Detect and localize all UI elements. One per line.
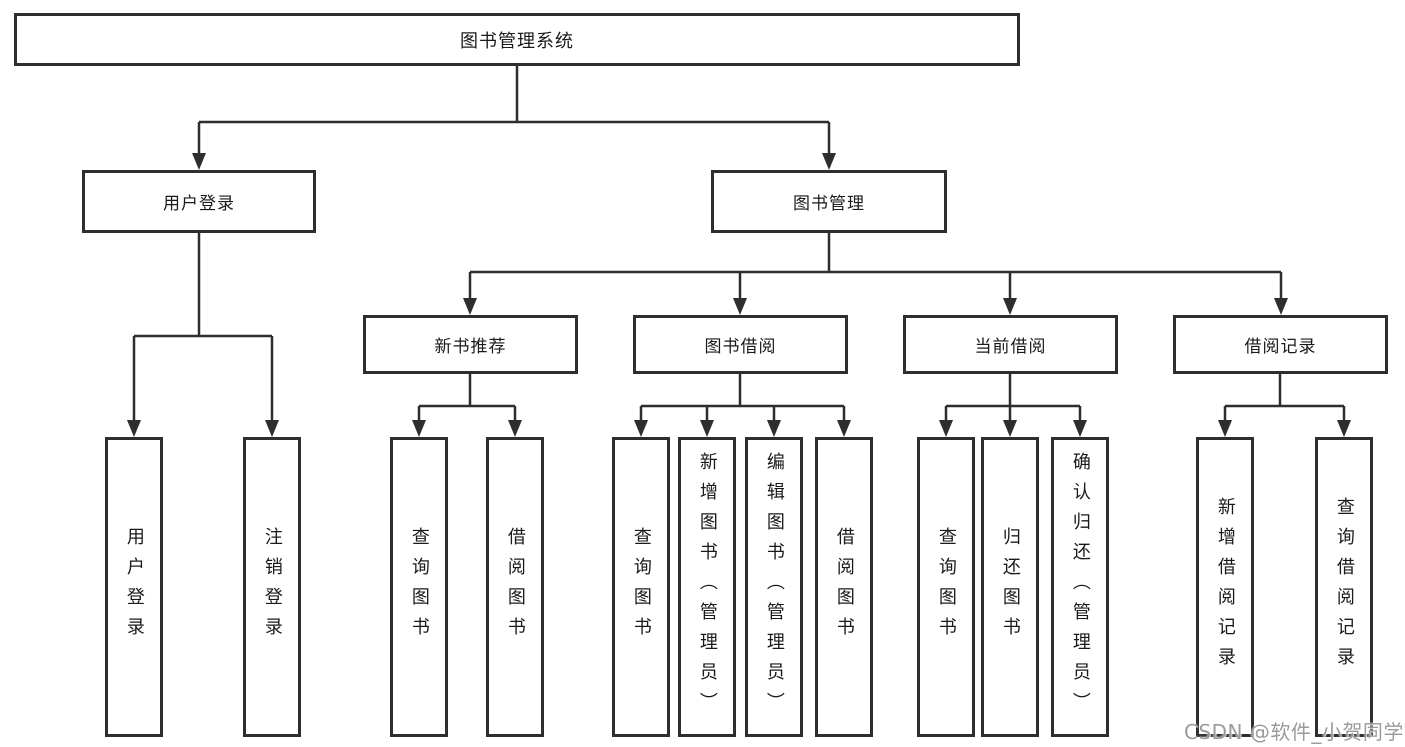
node-current-borrowing-label: 当前借阅 (974, 337, 1047, 357)
node-new-book-recommend: 新书推荐 (363, 315, 578, 374)
leaf-return-book: 归还图书 (981, 437, 1039, 737)
csdn-watermark: CSDN @软件_小贺同学 (1184, 720, 1404, 744)
leaf-borrow-books-recommend: 借阅图书 (486, 437, 544, 737)
leaf-query-books-recommend-label: 查询图书 (408, 527, 430, 647)
leaf-add-book-admin: 新增图书（管理员） (678, 437, 736, 737)
node-new-book-recommend-label: 新书推荐 (434, 337, 507, 357)
node-root-label: 图书管理系统 (460, 30, 574, 52)
node-book-management-label: 图书管理 (793, 194, 865, 214)
leaf-add-borrow-record: 新增借阅记录 (1196, 437, 1254, 737)
leaf-borrow-books: 借阅图书 (815, 437, 873, 737)
leaf-query-books-current: 查询图书 (917, 437, 975, 737)
leaf-add-borrow-record-label: 新增借阅记录 (1214, 497, 1236, 677)
leaf-logout-label: 注销登录 (261, 527, 283, 647)
leaf-return-book-label: 归还图书 (999, 527, 1021, 647)
node-current-borrowing: 当前借阅 (903, 315, 1118, 374)
leaf-user-login-label: 用户登录 (123, 527, 145, 647)
leaf-query-borrow-record: 查询借阅记录 (1315, 437, 1373, 737)
node-book-borrowing-label: 图书借阅 (704, 337, 777, 357)
leaf-query-books-recommend: 查询图书 (390, 437, 448, 737)
leaf-user-login: 用户登录 (105, 437, 163, 737)
leaf-logout: 注销登录 (243, 437, 301, 737)
leaf-edit-book-admin-label: 编辑图书（管理员） (763, 452, 785, 722)
leaf-query-borrow-record-label: 查询借阅记录 (1333, 497, 1355, 677)
node-root: 图书管理系统 (14, 13, 1020, 66)
node-borrowing-records: 借阅记录 (1173, 315, 1388, 374)
leaf-borrow-books-recommend-label: 借阅图书 (504, 527, 526, 647)
leaf-edit-book-admin: 编辑图书（管理员） (745, 437, 803, 737)
node-user-login: 用户登录 (82, 170, 316, 233)
leaf-confirm-return-admin: 确认归还（管理员） (1051, 437, 1109, 737)
node-book-management: 图书管理 (711, 170, 947, 233)
leaf-query-books-borrowing-label: 查询图书 (630, 527, 652, 647)
leaf-borrow-books-label: 借阅图书 (833, 527, 855, 647)
leaf-confirm-return-admin-label: 确认归还（管理员） (1069, 452, 1091, 722)
node-book-borrowing: 图书借阅 (633, 315, 848, 374)
node-user-login-label: 用户登录 (163, 194, 235, 214)
node-borrowing-records-label: 借阅记录 (1244, 337, 1317, 357)
leaf-query-books-borrowing: 查询图书 (612, 437, 670, 737)
leaf-add-book-admin-label: 新增图书（管理员） (696, 452, 718, 722)
leaf-query-books-current-label: 查询图书 (935, 527, 957, 647)
